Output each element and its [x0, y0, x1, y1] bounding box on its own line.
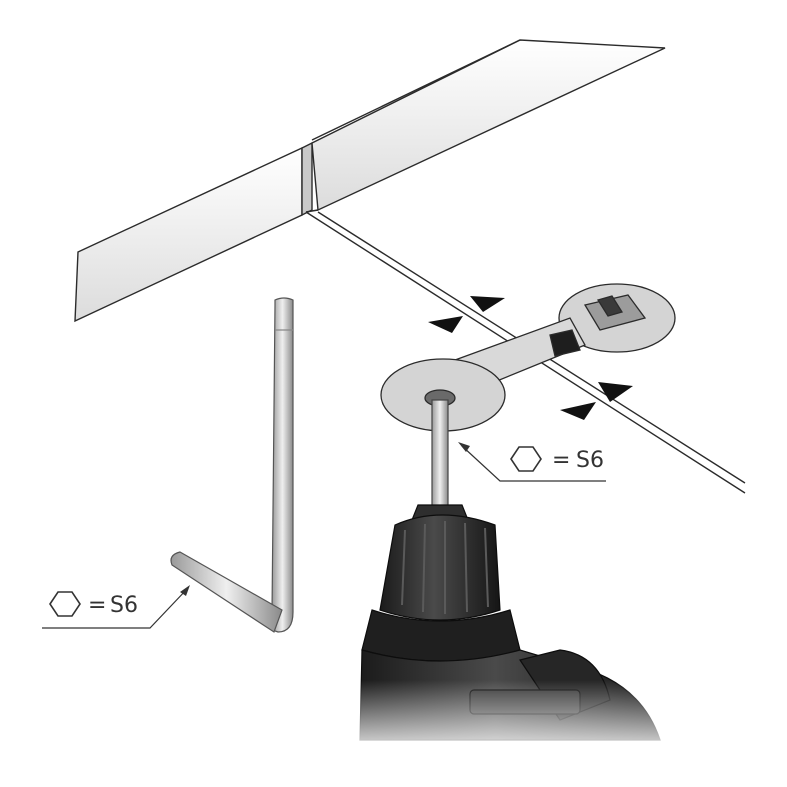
- drill-fade: [330, 680, 730, 760]
- drill-bit-shaft: [431, 399, 449, 509]
- drill-bit: [431, 399, 449, 509]
- allen-key-short-arm: [170, 551, 283, 633]
- callout-label: S6: [110, 593, 138, 618]
- right-panel: [311, 39, 666, 212]
- callout-label: S6: [576, 448, 604, 473]
- callout-equals: =: [88, 593, 106, 618]
- callout-equals: =: [552, 448, 570, 473]
- left-panel-edge: [301, 141, 313, 217]
- arrow-bottom-right: [598, 382, 633, 402]
- allen-key: [170, 297, 294, 633]
- callout-arrowhead: [458, 442, 470, 452]
- alignment-arrows: [428, 296, 633, 420]
- arrow-bottom-left: [560, 402, 596, 420]
- arrow-top-right: [470, 296, 505, 312]
- worktop-panels: [74, 39, 746, 494]
- arrow-top-left: [428, 316, 463, 333]
- left-panel: [74, 146, 303, 323]
- hex-icon: [49, 591, 81, 617]
- drill-chuck: [379, 514, 501, 621]
- callout-drill-bit: = S6: [458, 442, 606, 482]
- callout-arrowhead: [180, 585, 190, 596]
- hex-icon: [510, 446, 542, 472]
- connector-plate: [380, 283, 676, 432]
- callout-allen-key: = S6: [42, 585, 190, 629]
- callout-leader-line: [42, 587, 189, 629]
- allen-key-long-arm: [271, 297, 294, 633]
- callout-leader-line: [461, 445, 606, 482]
